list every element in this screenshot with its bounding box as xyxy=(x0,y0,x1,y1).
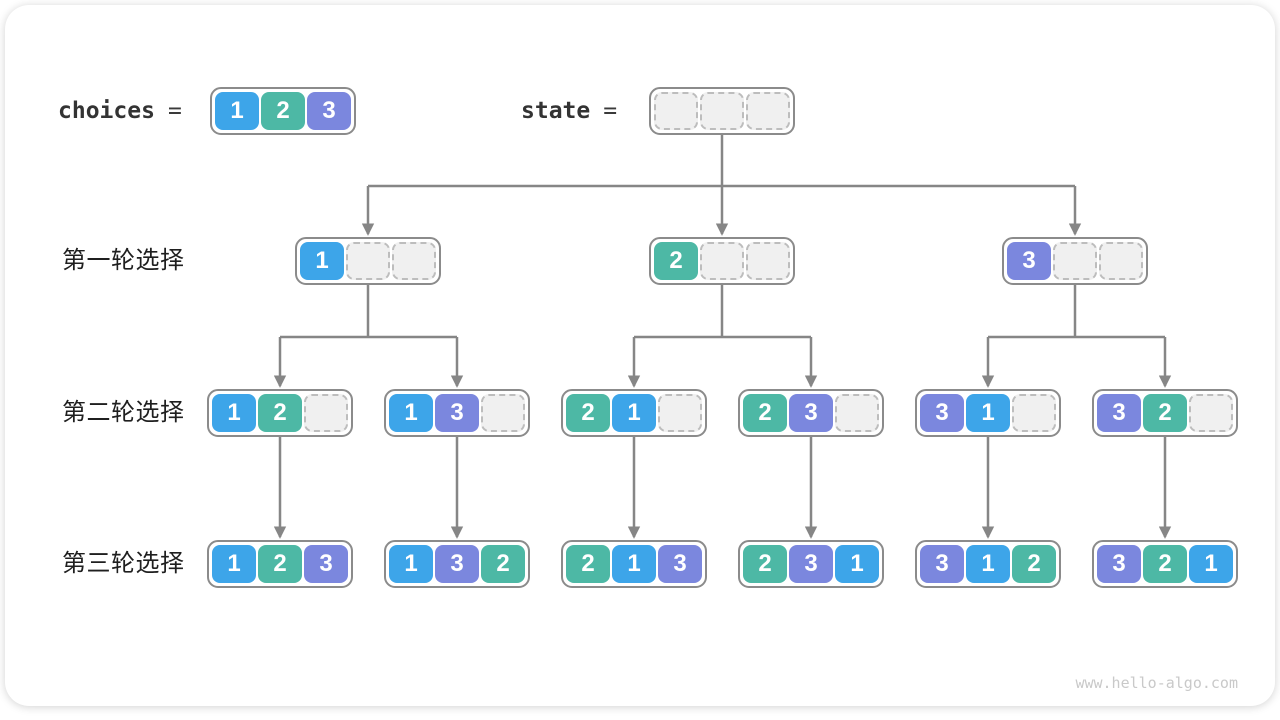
element-cell: 2 xyxy=(743,394,787,432)
element-cell: 3 xyxy=(789,545,833,583)
empty-slot-cell xyxy=(700,242,744,280)
empty-slot-cell xyxy=(835,394,879,432)
choices-label-text: choices xyxy=(58,98,155,124)
element-cell: 2 xyxy=(566,545,610,583)
element-cell: 3 xyxy=(307,92,351,130)
element-cell: 3 xyxy=(920,545,964,583)
element-cell: 1 xyxy=(389,394,433,432)
element-cell: 2 xyxy=(566,394,610,432)
state-node-r1-1: 1 xyxy=(295,237,441,285)
empty-slot-cell xyxy=(346,242,390,280)
element-cell: 1 xyxy=(300,242,344,280)
element-cell: 3 xyxy=(304,545,348,583)
element-cell: 2 xyxy=(1143,394,1187,432)
element-cell: 1 xyxy=(966,545,1010,583)
row-label-round-3: 第三轮选择 xyxy=(62,550,185,577)
element-cell: 1 xyxy=(612,394,656,432)
element-cell: 2 xyxy=(258,394,302,432)
row-label-round-1: 第一轮选择 xyxy=(62,247,185,274)
watermark: www.hello-algo.com xyxy=(1075,674,1238,692)
element-cell: 3 xyxy=(658,545,702,583)
element-cell: 3 xyxy=(1007,242,1051,280)
state-label-text: state xyxy=(521,98,591,124)
empty-slot-cell xyxy=(481,394,525,432)
state-array-root xyxy=(649,87,795,135)
element-cell: 3 xyxy=(435,545,479,583)
element-cell: 2 xyxy=(1012,545,1056,583)
empty-slot-cell xyxy=(700,92,744,130)
empty-slot-cell xyxy=(1053,242,1097,280)
empty-slot-cell xyxy=(1012,394,1056,432)
state-node-r1-2: 2 xyxy=(649,237,795,285)
element-cell: 3 xyxy=(1097,545,1141,583)
element-cell: 2 xyxy=(654,242,698,280)
state-equals-sign: = xyxy=(603,98,618,124)
empty-slot-cell xyxy=(304,394,348,432)
element-cell: 3 xyxy=(1097,394,1141,432)
empty-slot-cell xyxy=(746,92,790,130)
element-cell: 3 xyxy=(920,394,964,432)
empty-slot-cell xyxy=(1099,242,1143,280)
element-cell: 1 xyxy=(212,545,256,583)
element-cell: 1 xyxy=(1189,545,1233,583)
element-cell: 1 xyxy=(215,92,259,130)
choices-label: choices = xyxy=(58,87,182,135)
row-label-round-2: 第二轮选择 xyxy=(62,399,185,426)
element-cell: 2 xyxy=(1143,545,1187,583)
element-cell: 1 xyxy=(612,545,656,583)
element-cell: 2 xyxy=(743,545,787,583)
element-cell: 3 xyxy=(789,394,833,432)
element-cell: 1 xyxy=(212,394,256,432)
element-cell: 1 xyxy=(389,545,433,583)
element-cell: 3 xyxy=(435,394,479,432)
empty-slot-cell xyxy=(654,92,698,130)
empty-slot-cell xyxy=(392,242,436,280)
state-node-r1-3: 3 xyxy=(1002,237,1148,285)
empty-slot-cell xyxy=(658,394,702,432)
element-cell: 1 xyxy=(966,394,1010,432)
choices-equals-sign: = xyxy=(167,98,182,124)
element-cell: 2 xyxy=(261,92,305,130)
element-cell: 1 xyxy=(835,545,879,583)
empty-slot-cell xyxy=(746,242,790,280)
element-cell: 2 xyxy=(481,545,525,583)
empty-slot-cell xyxy=(1189,394,1233,432)
element-cell: 2 xyxy=(258,545,302,583)
state-label: state = xyxy=(521,87,617,135)
